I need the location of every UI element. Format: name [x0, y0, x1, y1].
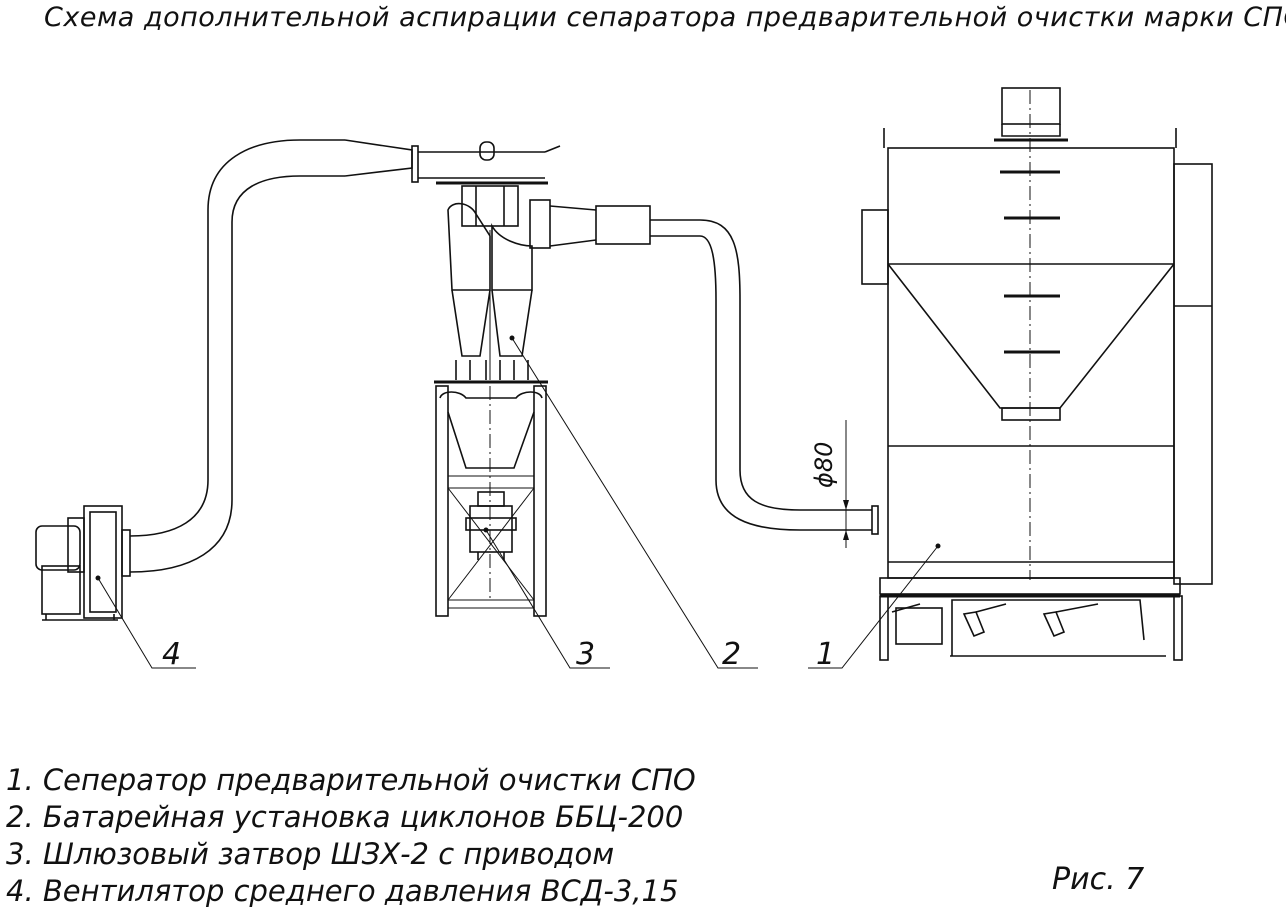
figure-label: Рис. 7: [1052, 862, 1145, 897]
dimension-label: ϕ80: [810, 442, 838, 488]
dimension-phi80: ϕ80: [810, 420, 868, 548]
callout-1: 1: [816, 637, 835, 672]
legend-item-3: 3. Шлюзовый затвор ШЗХ-2 с приводом: [6, 837, 615, 871]
leader-lines: [97, 337, 939, 669]
legend-item-2: 2. Батарейная установка циклонов ББЦ-200: [6, 800, 684, 834]
cyclone-battery: [434, 185, 700, 384]
callout-3: 3: [576, 637, 595, 672]
cyclone-support-frame: [435, 385, 547, 617]
callout-2: 2: [722, 637, 741, 672]
callout-4: 4: [162, 637, 181, 672]
diagram-title: Схема дополнительной аспирации сепаратор…: [44, 2, 1286, 33]
legend-item-4: 4. Вентилятор среднего давления ВСД-3,15: [6, 874, 679, 908]
legend: 1. Сеператор предварительной очистки СПО…: [6, 762, 696, 910]
fan-assembly: [35, 505, 131, 621]
separator-spo: [861, 87, 1213, 661]
legend-item-1: 1. Сеператор предварительной очистки СПО: [6, 763, 696, 797]
duct-left: [129, 139, 561, 573]
duct-right: [699, 219, 879, 535]
